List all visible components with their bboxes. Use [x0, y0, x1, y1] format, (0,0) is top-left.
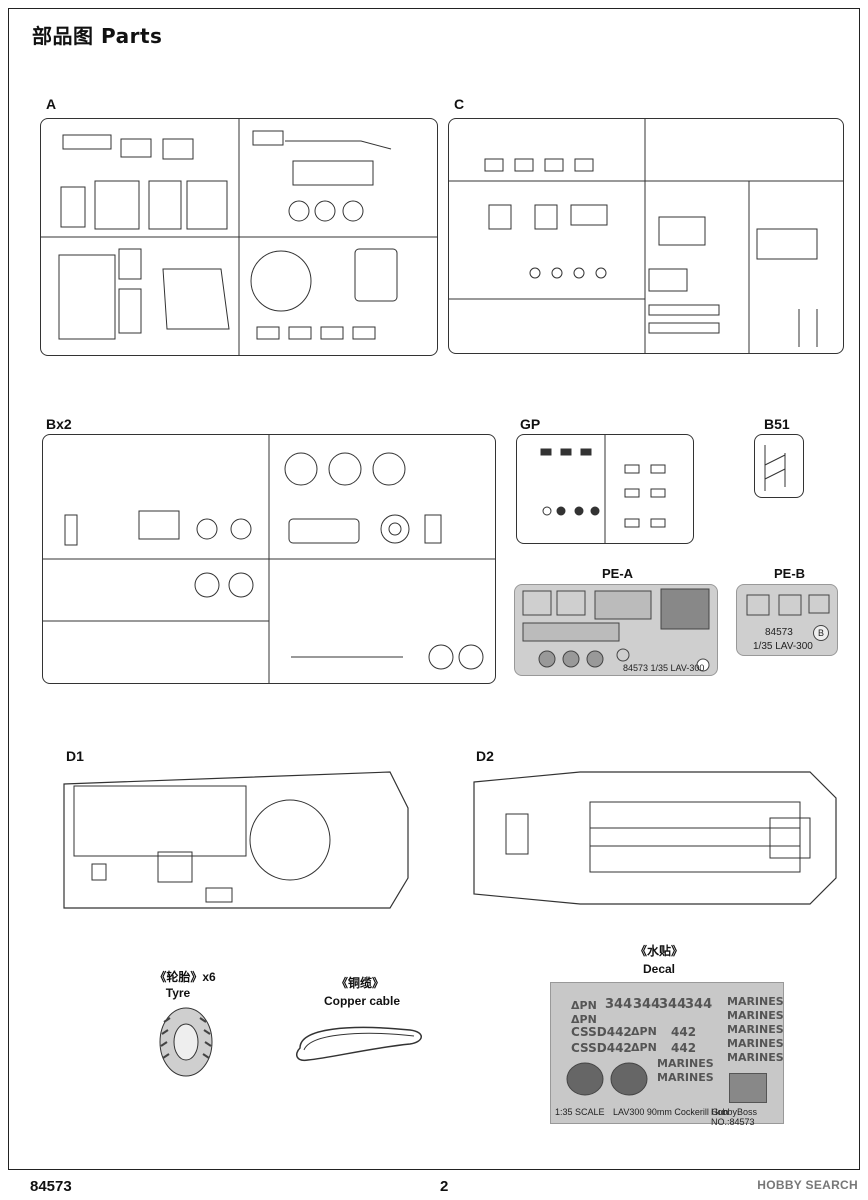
- section-label-b51: B51: [764, 416, 790, 432]
- hull-d1: [60, 768, 410, 910]
- decal-item: MARINES: [657, 1071, 714, 1084]
- sprue-a-drawing: [41, 119, 437, 355]
- section-label-bx2: Bx2: [46, 416, 72, 432]
- sprue-c-drawing: [449, 119, 843, 353]
- sprue-a: [40, 118, 438, 356]
- decal-item: MARINES: [657, 1057, 714, 1070]
- pe-b-code: 84573: [765, 627, 793, 638]
- section-label-d1: D1: [66, 748, 84, 764]
- decal-sheet: ΔPN ΔPN 344 344 344 344 MARINES MARINES …: [550, 982, 784, 1127]
- section-label-pe-b: PE-B: [774, 566, 806, 581]
- decal-number: 344: [633, 997, 661, 1012]
- section-label-d2: D2: [476, 748, 494, 764]
- sprue-b-drawing: [43, 435, 495, 683]
- section-label-c: C: [454, 96, 465, 112]
- page-border: [8, 8, 860, 1170]
- cable-drawing: [290, 1018, 430, 1068]
- decal-insignia: [566, 1062, 648, 1096]
- watermark: HOBBY SEARCH: [757, 1178, 858, 1192]
- hull-d2: [470, 768, 840, 908]
- pe-b-scale: 1/35 LAV-300: [753, 641, 813, 652]
- decal-number: 344: [659, 997, 687, 1012]
- page-number: 2: [440, 1178, 449, 1195]
- cable-label-en: Copper cable: [323, 994, 401, 1008]
- sprue-c: [448, 118, 844, 354]
- decal-item: MARINES: [727, 1037, 784, 1050]
- section-label-gp: GP: [520, 416, 541, 432]
- pe-a-stamp: 84573 1/35 LAV-300: [623, 663, 705, 673]
- decal-item: MARINES: [727, 1051, 784, 1064]
- pe-b-drawing: [746, 594, 830, 616]
- tyre-label-cn: 《轮胎》x6: [154, 970, 216, 984]
- decal-number: 344: [685, 997, 713, 1012]
- decal-item: ΔPN: [631, 1041, 657, 1054]
- decal-footer-title: LAV300 90mm Cockerill Gun: [613, 1107, 729, 1117]
- pe-a-fret: 84573 1/35 LAV-300: [514, 584, 718, 676]
- tyre-drawing: [150, 1004, 220, 1080]
- decal-number: 344: [605, 997, 633, 1012]
- decal-item: ΔPN: [631, 1025, 657, 1038]
- page-code: 84573: [30, 1178, 72, 1195]
- d1-drawing: [63, 771, 409, 909]
- pe-b-letter: B: [813, 625, 829, 641]
- decal-footer-code: HobbyBoss NO.:84573: [711, 1107, 758, 1127]
- decal-item: CSSD442: [571, 1041, 632, 1055]
- sprue-gp: [516, 434, 694, 544]
- decal-footer-scale: 1:35 SCALE: [555, 1107, 605, 1117]
- sprue-gp-drawing: [540, 435, 666, 543]
- cable-label-cn: 《铜缆》: [335, 976, 384, 990]
- sprue-b: [42, 434, 496, 684]
- decal-item: CSSD442: [571, 1025, 632, 1039]
- pe-a-drawing: [522, 588, 710, 672]
- pe-b-fret: 84573 B 1/35 LAV-300: [736, 584, 838, 656]
- sprue-b51: [754, 434, 804, 498]
- tyre-label-en: Tyre: [165, 986, 191, 1000]
- b51-drawing: [764, 445, 786, 491]
- decal-item: 442: [671, 1041, 697, 1055]
- decal-label-cn: 《水贴》: [634, 944, 683, 958]
- decal-item: ΔPN: [571, 999, 597, 1012]
- decal-panel: [729, 1073, 767, 1103]
- d2-drawing: [473, 771, 837, 905]
- decal-item: MARINES: [727, 1023, 784, 1036]
- page-title: 部品图 Parts: [32, 24, 163, 48]
- section-label-a: A: [46, 96, 57, 112]
- section-label-pe-a: PE-A: [602, 566, 634, 581]
- decal-label-en: Decal: [642, 962, 676, 976]
- decal-item: MARINES: [727, 1009, 784, 1022]
- decal-item: 442: [671, 1025, 697, 1039]
- decal-item: MARINES: [727, 995, 784, 1008]
- decal-item: ΔPN: [571, 1013, 597, 1026]
